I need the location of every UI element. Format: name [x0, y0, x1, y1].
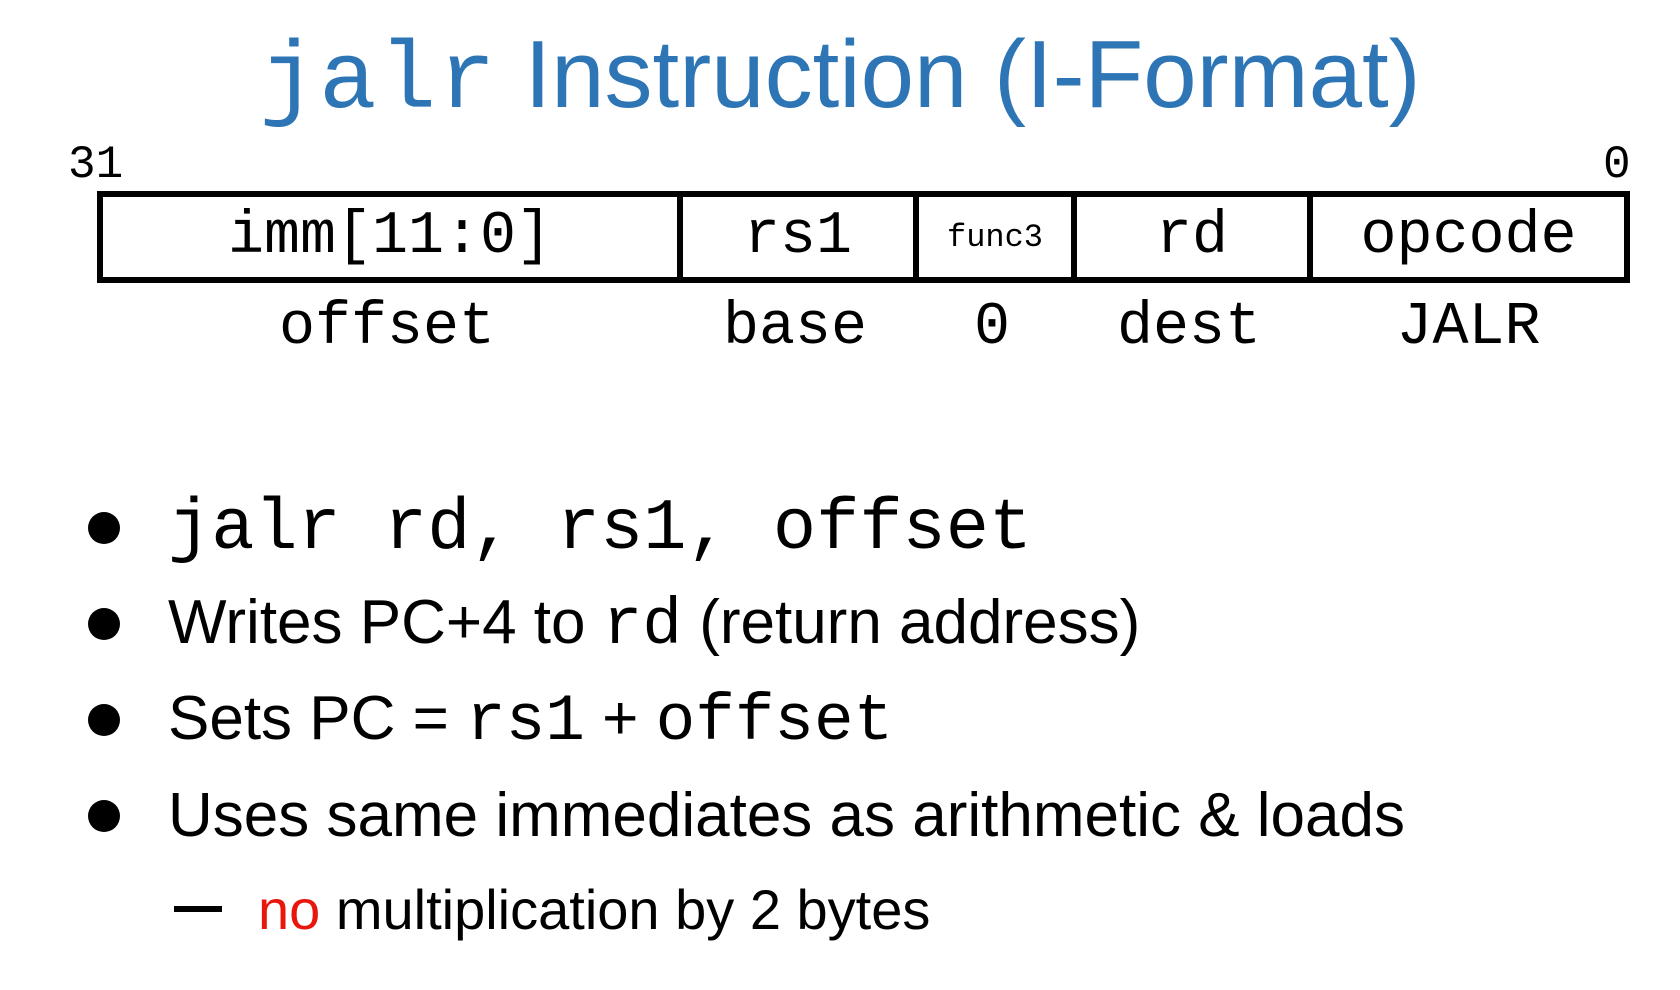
bullet-list: jalr rd, rs1, offset Writes PC+4 to rd (… — [88, 480, 1648, 954]
sub-rest: multiplication by 2 bytes — [335, 877, 931, 941]
bullet-immediates: Uses same immediates as arithmetic & loa… — [88, 768, 1648, 864]
sub-highlight: no — [258, 877, 321, 941]
title-text: Instruction (I-Format) — [524, 21, 1421, 128]
title-mnemonic: jalr — [259, 27, 498, 136]
bullet-dot-icon — [88, 608, 120, 640]
sets-code-offset: offset — [655, 683, 894, 759]
bullet-sets-pc: Sets PC = rs1 + offset — [88, 672, 1648, 768]
immediates-text: Uses same immediates as arithmetic & loa… — [168, 781, 1406, 850]
desc-func3: 0 — [973, 294, 1010, 362]
field-func3: func3 — [919, 197, 1077, 277]
sets-pre: Sets PC = — [168, 683, 449, 753]
writes-code: rd — [602, 587, 682, 663]
dash-icon — [174, 906, 222, 912]
desc-rd: dest — [1116, 294, 1262, 362]
sets-code-rs1: rs1 — [466, 683, 585, 759]
bit-low-label: 0 — [1603, 139, 1631, 191]
bullet-dot-icon — [88, 704, 120, 736]
bullet-dot-icon — [88, 800, 120, 832]
field-descriptions: offset base 0 dest JALR — [97, 292, 1630, 364]
syntax-code: jalr rd, rs1, offset — [168, 487, 1033, 570]
instruction-format: imm[11:0] rs1 func3 rd opcode — [97, 191, 1630, 283]
desc-rs1: base — [722, 294, 868, 362]
sets-op: + — [602, 683, 639, 753]
desc-imm: offset — [278, 294, 496, 362]
field-imm: imm[11:0] — [103, 197, 683, 277]
writes-post: (return address) — [699, 587, 1141, 657]
page-title: jalr Instruction (I-Format) — [0, 20, 1680, 137]
bullet-writes: Writes PC+4 to rd (return address) — [88, 576, 1648, 672]
bit-high-label: 31 — [68, 139, 124, 191]
bullet-syntax: jalr rd, rs1, offset — [88, 480, 1648, 576]
sub-bullet-no-multiplication: no multiplication by 2 bytes — [88, 864, 1648, 954]
writes-pre: Writes PC+4 to — [168, 587, 586, 657]
field-opcode: opcode — [1360, 203, 1577, 271]
bullet-dot-icon — [88, 512, 120, 544]
desc-opcode: JALR — [1396, 294, 1541, 362]
field-rd: rd — [1077, 197, 1313, 277]
field-rs1: rs1 — [683, 197, 919, 277]
